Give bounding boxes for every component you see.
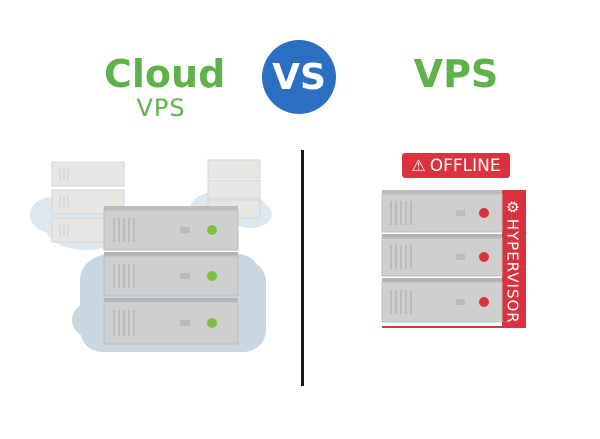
offline-label: OFFLINE: [429, 155, 501, 176]
vps-title: VPS: [413, 52, 499, 96]
cloud-title: Cloud: [104, 52, 226, 96]
led-green: [207, 225, 217, 235]
cloud-subtitle: VPS: [136, 94, 186, 122]
warning-triangle-icon: ⚠: [411, 156, 426, 175]
led-red: [479, 297, 489, 307]
vs-badge: VS: [262, 40, 336, 114]
gear-icon: ⚙: [504, 200, 522, 215]
led-red: [479, 208, 489, 218]
hypervisor-label-container: ⚙ HYPERVISOR: [503, 198, 523, 326]
vps-server: [381, 190, 503, 323]
led-green: [207, 271, 217, 281]
hypervisor-label: HYPERVISOR: [504, 218, 522, 324]
center-divider: [301, 150, 304, 386]
led-green: [207, 318, 217, 328]
hypervisor-label-group: ⚙ HYPERVISOR: [504, 200, 522, 323]
cloud-server-front: [103, 206, 239, 345]
vs-label: VS: [272, 56, 326, 98]
offline-badge: ⚠ OFFLINE: [402, 153, 510, 178]
led-red: [479, 252, 489, 262]
